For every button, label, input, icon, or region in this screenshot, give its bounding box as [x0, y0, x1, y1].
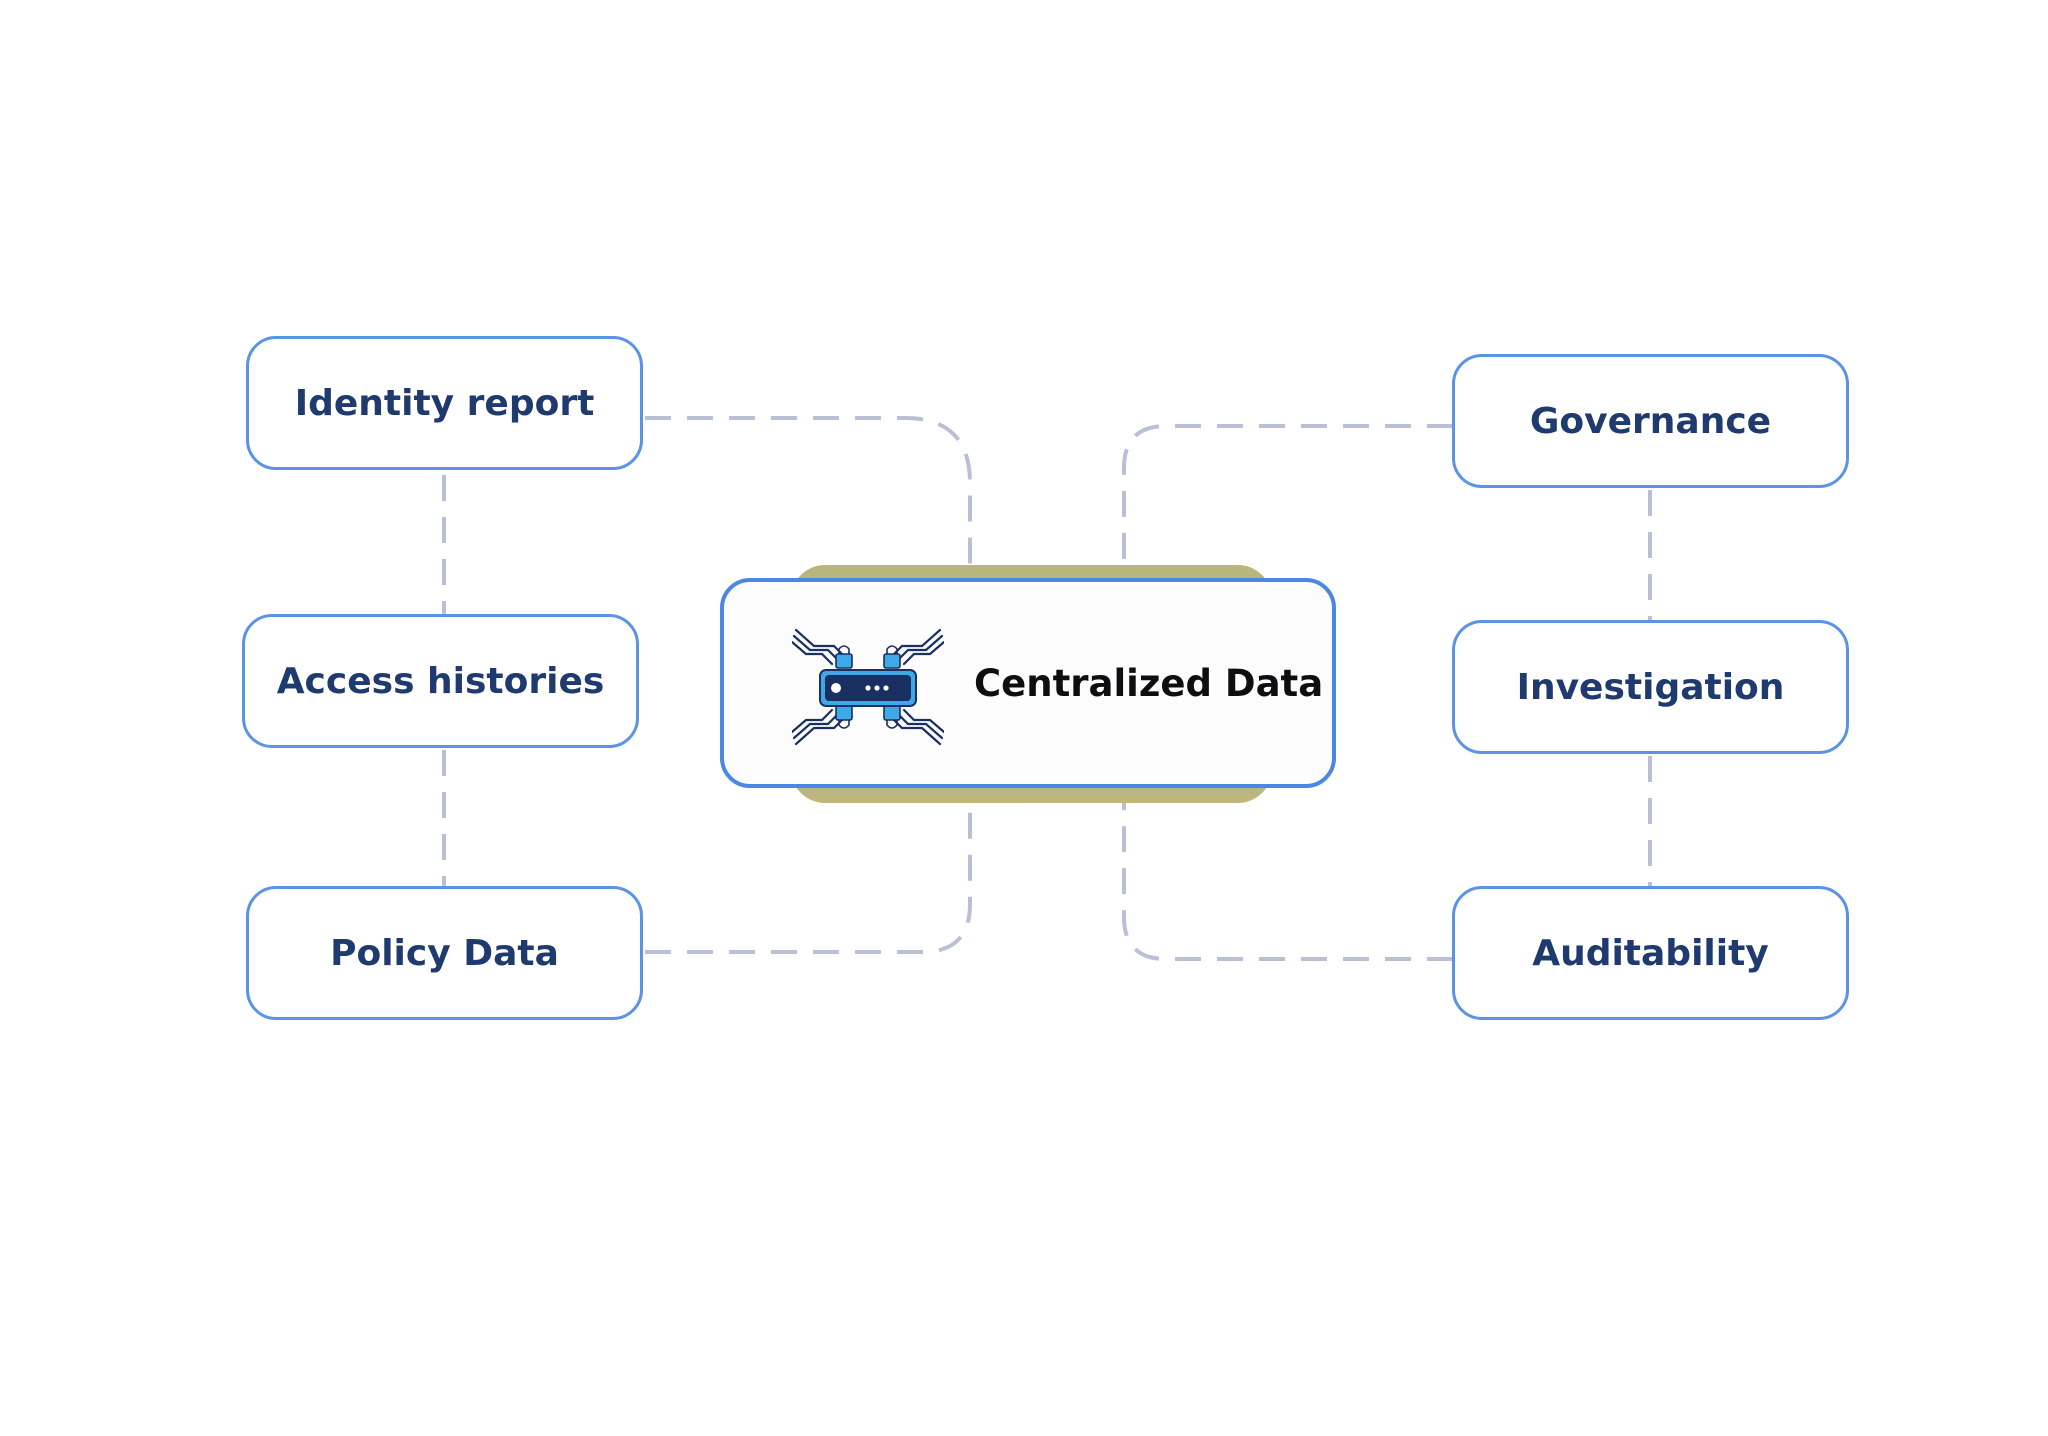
- node-label: Auditability: [1532, 932, 1769, 974]
- node-auditability: Auditability: [1452, 886, 1849, 1020]
- hub-centralized-data: Centralized Data: [720, 578, 1336, 788]
- node-label: Policy Data: [330, 932, 559, 974]
- node-label: Investigation: [1516, 666, 1785, 708]
- node-investigation: Investigation: [1452, 620, 1849, 754]
- node-label: Identity report: [294, 382, 595, 424]
- node-label: Access histories: [276, 660, 605, 702]
- connector-policy-hub: [645, 800, 972, 954]
- node-label: Governance: [1529, 400, 1772, 442]
- connector-auditability-hub: [1122, 800, 1453, 961]
- node-identity-report: Identity report: [246, 336, 643, 470]
- hub-label: Centralized Data: [974, 661, 1324, 705]
- connector-governance-hub: [1122, 424, 1453, 566]
- node-governance: Governance: [1452, 354, 1849, 488]
- server-network-icon: [792, 628, 944, 746]
- node-access-histories: Access histories: [242, 614, 639, 748]
- node-policy-data: Policy Data: [246, 886, 643, 1020]
- connector-identity-hub: [645, 416, 972, 566]
